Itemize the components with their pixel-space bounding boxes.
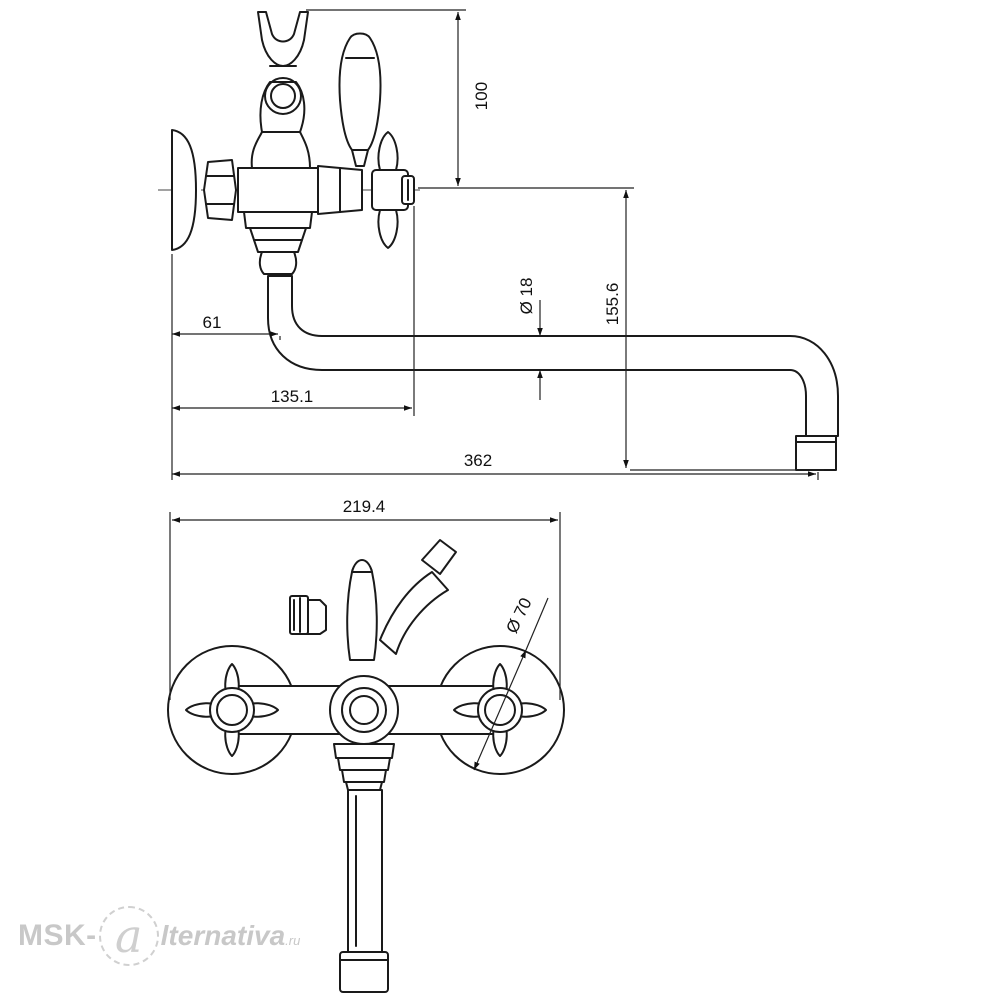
spout [267, 275, 839, 437]
side-dimensions: 100 155.6 Ø 18 61 135.1 362 [171, 9, 824, 480]
holder-ring-inner [270, 83, 296, 109]
dim-line-dia70 [473, 649, 527, 771]
body-neck [250, 131, 311, 169]
dim-label-100: 100 [472, 82, 491, 110]
watermark-logo-circle: a [98, 906, 159, 966]
watermark-suffix: .ru [285, 932, 301, 948]
dim-label-155: 155.6 [603, 283, 622, 326]
front-collar [333, 743, 395, 791]
mixer-body [237, 167, 319, 213]
left-cross-handle [185, 663, 279, 757]
watermark-name: lternativa [160, 920, 286, 951]
wall-flange [171, 129, 197, 251]
lever-handle [338, 32, 382, 151]
diverter-tip [421, 539, 457, 575]
spout-aerator-front [339, 951, 389, 993]
diverter-arm [379, 571, 449, 655]
watermark-logo: MSK- a lternativa .ru [18, 906, 300, 966]
dim-label-dia70: Ø 70 [502, 595, 535, 636]
dim-label-dia18: Ø 18 [517, 278, 536, 315]
dim-label-219: 219.4 [343, 497, 386, 516]
spout-pipe-front [347, 789, 383, 953]
shower-holder-clip [257, 11, 309, 67]
lever-front [346, 562, 378, 661]
dim-label-362: 362 [464, 451, 492, 470]
lower-collar [243, 211, 313, 275]
cross-handle-side [371, 131, 415, 249]
side-view [158, 11, 839, 471]
dim-label-61: 61 [203, 313, 222, 332]
aerator [795, 435, 837, 471]
hex-nut [203, 159, 237, 221]
watermark-prefix: MSK- [18, 919, 97, 952]
lever-stem [351, 149, 369, 167]
dim-label-135: 135.1 [271, 387, 314, 406]
